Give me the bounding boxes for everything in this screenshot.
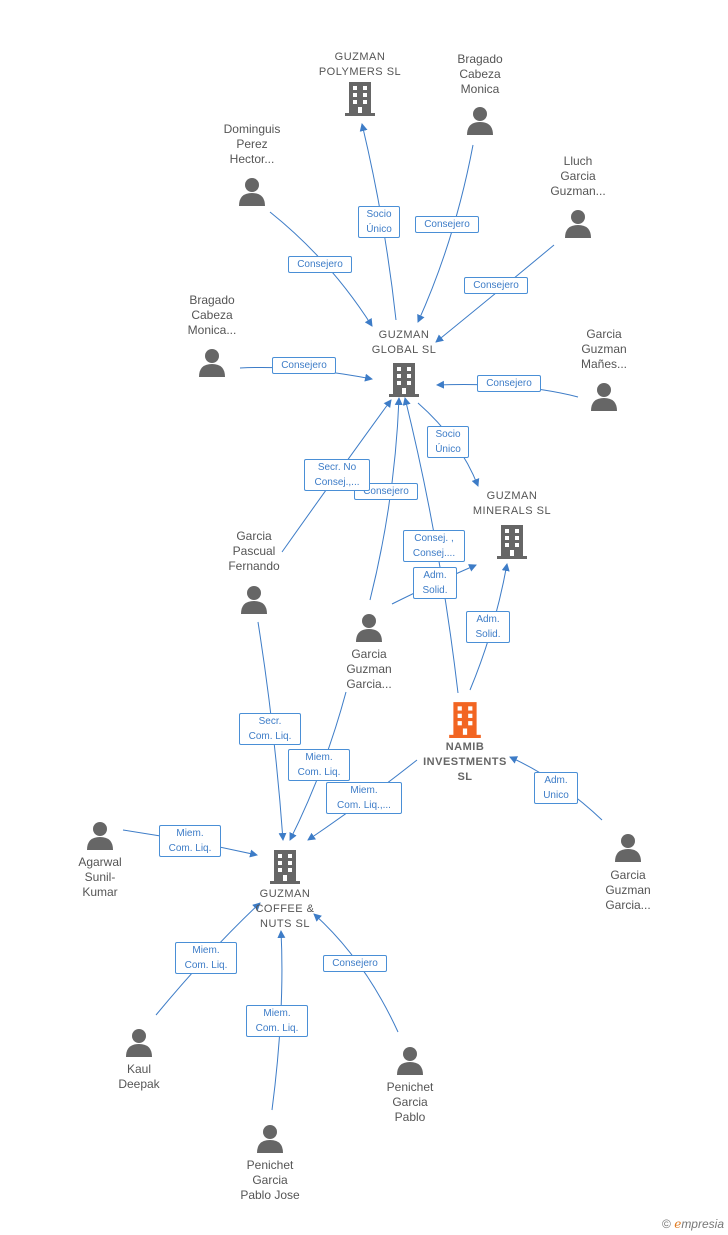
person-icon — [257, 1125, 283, 1153]
company-name: GUZMAN MINERALS SL — [472, 490, 552, 517]
building-icon — [270, 850, 300, 884]
person-name: Lluch Garcia Guzman... — [550, 154, 606, 198]
edge-label-secr-com-liq[interactable]: Secr. Com. Liq. — [239, 713, 301, 745]
edge-label-miem-com-liq[interactable]: Miem. Com. Liq.,... — [326, 782, 402, 814]
brand-logo-initial: e — [674, 1217, 682, 1231]
person-node-bragado-1[interactable]: Bragado Cabeza Monica — [440, 52, 520, 135]
person-name: Dominguis Perez Hector... — [223, 122, 281, 166]
edge-label-miem-com-liq[interactable]: Miem. Com. Liq. — [159, 825, 221, 857]
person-name: Garcia Guzman Mañes... — [580, 327, 628, 371]
person-node-dominguis[interactable]: Dominguis Perez Hector... — [212, 122, 292, 206]
edge-label-socio-unico[interactable]: Socio Único — [358, 206, 400, 238]
edge-label-secr-no-consej[interactable]: Secr. No Consej.,... — [304, 459, 370, 491]
company-name: GUZMAN GLOBAL SL — [371, 329, 437, 356]
person-name: Garcia Guzman Garcia... — [605, 868, 651, 912]
person-icon — [397, 1047, 423, 1075]
person-node-bragado-2[interactable]: Bragado Cabeza Monica... — [172, 293, 252, 377]
person-icon — [239, 178, 265, 206]
person-name: Agarwal Sunil- Kumar — [78, 855, 122, 899]
edge-label-consejero[interactable]: Consejero — [477, 375, 541, 392]
edge-label-adm-unico[interactable]: Adm. Unico — [534, 772, 578, 804]
person-name: Penichet Garcia Pablo — [386, 1080, 434, 1124]
edge-label-consejero[interactable]: Consejero — [272, 357, 336, 374]
person-icon — [591, 383, 617, 411]
person-icon — [565, 210, 591, 238]
edge-label-adm-solid[interactable]: Adm. Solid. — [466, 611, 510, 643]
person-node-garcia-guzman-manes[interactable]: Garcia Guzman Mañes... — [564, 327, 644, 411]
edge-label-socio-unico[interactable]: Socio Único — [427, 426, 469, 458]
person-node-penichet-jose[interactable]: Penichet Garcia Pablo Jose — [230, 1123, 310, 1203]
person-icon — [126, 1029, 152, 1057]
building-icon — [345, 82, 375, 116]
person-node-garcia-guzman-garcia-1[interactable]: Garcia Guzman Garcia... — [329, 612, 409, 692]
brand-name: mpresia — [681, 1217, 724, 1231]
copyright-symbol: © — [662, 1217, 671, 1231]
person-icon — [199, 349, 225, 377]
building-icon — [497, 525, 527, 559]
edge-label-consejero[interactable]: Consejero — [323, 955, 387, 972]
edge-label-consej-consej[interactable]: Consej. , Consej.... — [403, 530, 465, 562]
company-node-guzman-minerals[interactable]: GUZMAN MINERALS SL — [460, 489, 564, 559]
edge-label-miem-com-liq[interactable]: Miem. Com. Liq. — [288, 749, 350, 781]
edge-label-consejero[interactable]: Consejero — [354, 483, 418, 500]
person-icon — [87, 822, 113, 850]
person-name: Bragado Cabeza Monica... — [187, 293, 237, 337]
person-node-kaul[interactable]: Kaul Deepak — [99, 1027, 179, 1092]
person-icon — [241, 586, 267, 614]
person-node-agarwal[interactable]: Agarwal Sunil- Kumar — [60, 820, 140, 900]
edge-label-miem-com-liq[interactable]: Miem. Com. Liq. — [175, 942, 237, 974]
person-icon — [356, 614, 382, 642]
person-icon — [467, 107, 493, 135]
building-icon — [389, 363, 419, 397]
brand-footer[interactable]: © empresia — [662, 1217, 724, 1231]
person-node-lluch[interactable]: Lluch Garcia Guzman... — [538, 154, 618, 238]
person-node-garcia-guzman-garcia-2[interactable]: Garcia Guzman Garcia... — [588, 832, 668, 913]
person-name: Penichet Garcia Pablo Jose — [240, 1158, 300, 1202]
building-icon — [449, 702, 481, 738]
company-node-namib-investments[interactable]: NAMIB INVESTMENTS SL — [410, 700, 520, 785]
edge-label-consejero[interactable]: Consejero — [415, 216, 479, 233]
edge-label-consejero[interactable]: Consejero — [464, 277, 528, 294]
edge-label-consejero[interactable]: Consejero — [288, 256, 352, 273]
person-name: Kaul Deepak — [118, 1062, 160, 1091]
edge-label-adm-solid[interactable]: Adm. Solid. — [413, 567, 457, 599]
person-name: Garcia Pascual Fernando — [228, 529, 280, 573]
person-node-garcia-pascual[interactable]: Garcia Pascual Fernando — [214, 529, 294, 614]
person-name: Bragado Cabeza Monica — [457, 52, 503, 96]
company-node-guzman-polymers[interactable]: GUZMAN POLYMERS SL — [308, 50, 412, 116]
edge-label-miem-com-liq[interactable]: Miem. Com. Liq. — [246, 1005, 308, 1037]
company-name: GUZMAN COFFEE & NUTS SL — [255, 888, 315, 930]
company-name: NAMIB INVESTMENTS SL — [423, 741, 507, 783]
person-icon — [615, 834, 641, 862]
person-name: Garcia Guzman Garcia... — [346, 647, 392, 691]
company-node-guzman-coffee[interactable]: GUZMAN COFFEE & NUTS SL — [235, 848, 335, 932]
company-name: GUZMAN POLYMERS SL — [318, 51, 402, 78]
company-node-guzman-global[interactable]: GUZMAN GLOBAL SL — [354, 328, 454, 397]
person-node-penichet-pablo[interactable]: Penichet Garcia Pablo — [370, 1045, 450, 1125]
